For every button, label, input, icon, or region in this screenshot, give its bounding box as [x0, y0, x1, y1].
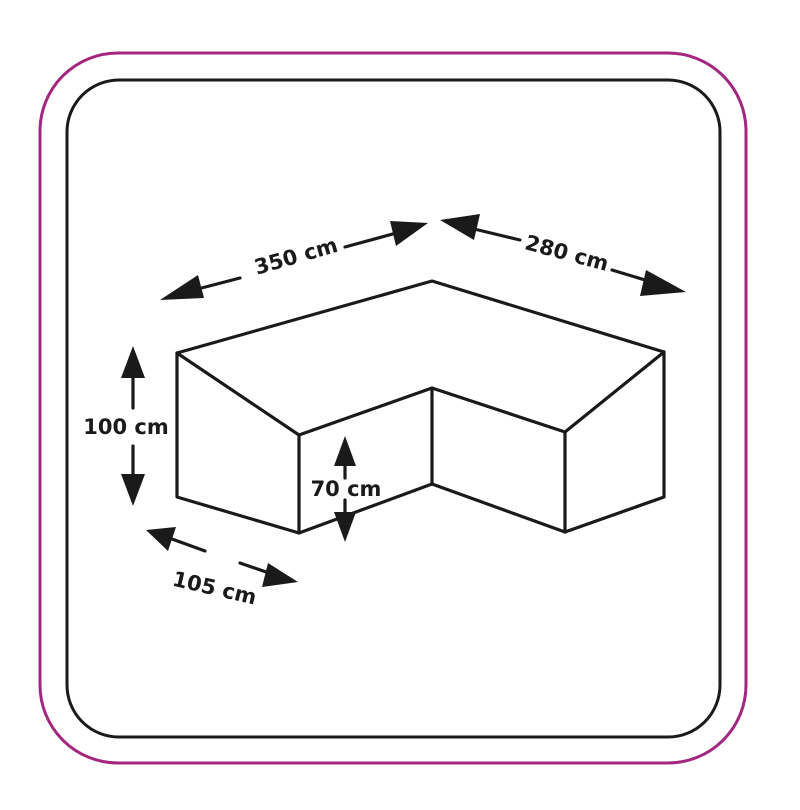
inner-frame	[65, 78, 722, 739]
label-100: 100 cm	[83, 415, 168, 439]
label-105: 105 cm	[170, 567, 259, 610]
dimension-280: 280 cm	[440, 214, 686, 296]
outer-frame	[38, 51, 748, 765]
dimension-350: 350 cm	[160, 221, 428, 300]
dimension-105: 105 cm	[146, 527, 298, 609]
sofa-outline	[175, 279, 666, 535]
dimension-70: 70 cm	[311, 436, 382, 542]
label-280: 280 cm	[522, 231, 611, 276]
dimension-100: 100 cm	[83, 346, 169, 506]
label-70: 70 cm	[311, 477, 382, 501]
label-350: 350 cm	[252, 233, 341, 280]
